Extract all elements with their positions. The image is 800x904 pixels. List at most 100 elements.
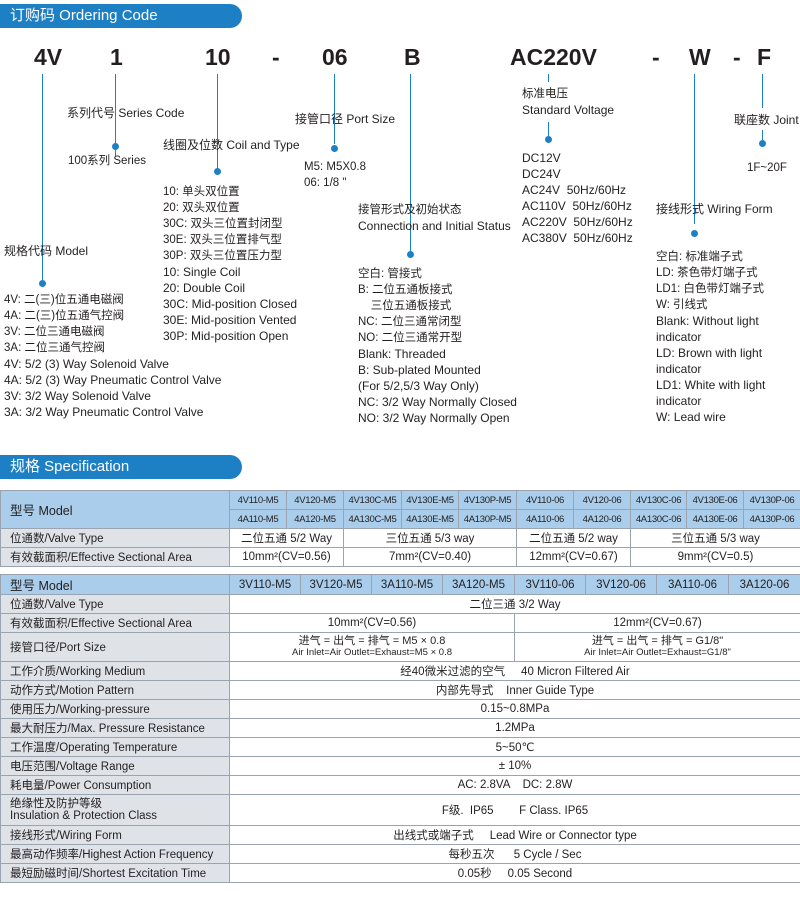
coil-item: 30E: Mid-position Vented [163,313,297,327]
code-part-model: 4V [34,44,63,70]
model-cell: 4V110-06 [516,490,574,510]
model-cell: 4V120-06 [573,490,631,510]
area-cell: 9mm²(CV=0.5) [630,547,800,567]
model3-cell: 3A110-M5 [371,574,443,595]
spec-row-label: 工作介质/Working Medium [0,661,230,681]
coil-item: 30C: 双头三位置封闭型 [163,218,283,230]
model3-cell: 3V110-06 [514,574,586,595]
code-part-dash: - [272,44,280,70]
connection-list: 空白: 管接式 B: 二位五通板接式 三位五通板接式 NC: 二位三通常闭型 N… [358,266,517,426]
voltage-title-cn: 标准电压 [522,88,568,100]
table-row: 电压范围/Voltage Range ± 10% [0,756,800,776]
port-size-m5-en: Air Inlet=Air Outlet=Exhaust=M5 × 0.8 [291,647,452,658]
code-part-joint: F [757,44,772,70]
connection-title-en: Connection and Initial Status [358,219,511,233]
valve-type-label: 位通数/Valve Type [0,528,230,548]
spec-row-value: AC: 2.8VA DC: 2.8W [229,775,800,795]
wiring-item: LD1: 白色带灯端子式 [656,283,764,295]
coil-item: 20: 双头双位置 [163,202,240,214]
valve-type-cell: 二位五通 5/2 Way [229,528,344,548]
area3-cell: 12mm²(CV=0.67) [514,613,800,633]
area-cell: 10mm²(CV=0.56) [229,547,344,567]
specification-table-3way: 型号 Model 3V110-M5 3V120-M5 3A110-M5 3A12… [0,574,800,883]
connector-line [762,74,763,108]
spec-row-label: 最高动作频率/Highest Action Frequency [0,844,230,864]
code-part-series: 1 [110,44,123,70]
table-row: 接管口径/Port Size 进气 = 出气 = 排气 = M5 × 0.8 A… [0,632,800,662]
model-cell: 4V110-M5 [229,490,287,510]
model-cell: 4A120-06 [573,509,631,529]
model3-cell: 3A120-M5 [442,574,515,595]
insulation-label: 绝缘性及防护等级 Insulation & Protection Class [0,794,230,826]
coil-item: 10: Single Coil [163,265,241,279]
code-part-coil: 10 [205,44,231,70]
code-part-dash: - [733,44,741,70]
table-row: 最高动作频率/Highest Action Frequency 每秒五次 5 C… [0,844,800,864]
area-label: 有效截面积/Effective Sectional Area [0,547,230,567]
coil-item: 10: 单头双位置 [163,186,240,198]
spec-row-value: ± 10% [229,756,800,776]
model-cell: 4A110-M5 [229,509,287,529]
port-size-g18-cn: 进气 = 出气 = 排气 = G1/8" [591,635,724,647]
voltage-list: DC12V DC24V AC24V 50Hz/60Hz AC110V 50Hz/… [522,150,633,246]
area3-label: 有效截面积/Effective Sectional Area [0,613,230,633]
connection-title-cn: 接管形式及初始状态 [358,204,462,216]
wiring-title: 接线形式 Wiring Form [656,202,773,216]
model-cell: 4A120-M5 [286,509,344,529]
coil-item: 30E: 双头三位置排气型 [163,234,282,246]
model-cell: 4V120-M5 [286,490,344,510]
model-item: 4V: 5/2 (3) Way Solenoid Valve [4,357,169,371]
connection-item: (For 5/2,5/3 Way Only) [358,379,479,393]
connector-line [548,74,549,82]
connector-line [410,74,411,252]
connector-line [762,130,763,140]
connector-dot [214,168,221,175]
table-row: 位通数/Valve Type 二位五通 5/2 Way 三位五通 5/3 way… [0,528,800,548]
spec-row-value: 0.05秒 0.05 Second [229,863,800,883]
model3-cell: 3V120-M5 [300,574,372,595]
code-part-voltage: AC220V [510,44,597,70]
spec-row-label: 电压范围/Voltage Range [0,756,230,776]
coil-title: 线圈及位数 Coil and Type [163,138,300,152]
spec-row-label: 动作方式/Motion Pattern [0,680,230,700]
voltage-item: AC380V 50Hz/60Hz [522,231,633,245]
valve-type-cell: 三位五通 5/3 way [630,528,800,548]
table-row: 耗电量/Power Consumption AC: 2.8VA DC: 2.8W [0,775,800,795]
coil-item: 20: Double Coil [163,281,246,295]
table-row: 有效截面积/Effective Sectional Area 10mm²(CV=… [0,613,800,633]
model-cell: 4A110-06 [516,509,574,529]
valve-type3-cell: 二位三通 3/2 Way [229,594,800,614]
code-part-wiring: W [689,44,711,70]
voltage-item: AC220V 50Hz/60Hz [522,215,633,229]
model-item: 3A: 二位三通气控阀 [4,342,105,354]
joint-title: 联座数 Joint [734,113,799,127]
connector-line [334,74,335,144]
voltage-item: AC24V 50Hz/60Hz [522,183,627,197]
connector-dot [331,145,338,152]
model3-cell: 3A110-06 [656,574,729,595]
table-row: 绝缘性及防护等级 Insulation & Protection Class F… [0,794,800,826]
table-row: 4A110-M5 4A120-M5 4A130C-M5 4A130E-M5 4A… [1,509,800,529]
valve-type-cell: 二位五通 5/2 way [516,528,631,548]
area-cell: 7mm²(CV=0.40) [343,547,517,567]
insulation-value: F级. IP65 F Class. IP65 [229,794,800,826]
model-cell: 4A130E-06 [686,509,744,529]
port-size-g18-en: Air Inlet=Air Outlet=Exhaust=G1/8" [584,647,731,658]
area-cell: 12mm²(CV=0.67) [516,547,631,567]
connector-line [548,122,549,136]
connector-dot [759,140,766,147]
model-label: 型号 Model [0,490,230,529]
wiring-item: indicator [656,330,702,344]
spec-row-label: 最大耐压力/Max. Pressure Resistance [0,718,230,738]
connection-item: 三位五通板接式 [358,300,452,312]
coil-item: 30C: Mid-position Closed [163,297,298,311]
model-cell: 4A130C-06 [630,509,687,529]
spec-row-label: 工作温度/Operating Temperature [0,737,230,757]
connection-item: Blank: Threaded [358,347,446,361]
connector-line [217,74,218,174]
voltage-title-en: Standard Voltage [522,103,615,117]
spec-row-value: 内部先导式 Inner Guide Type [229,680,800,700]
model-item: 3V: 二位三通电磁阀 [4,326,105,338]
port-size-g18: 进气 = 出气 = 排气 = G1/8" Air Inlet=Air Outle… [514,632,800,662]
coil-item: 30P: 双头三位置压力型 [163,250,282,262]
